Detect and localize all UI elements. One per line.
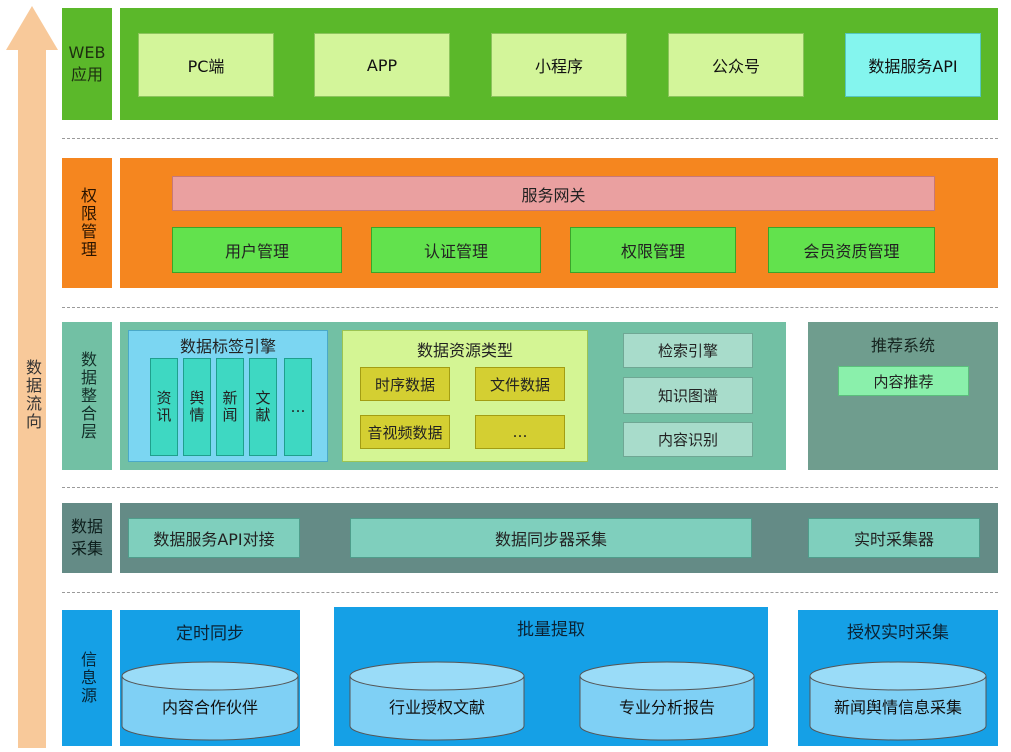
row-label-collection: 数据采集 [62,503,112,573]
database-icon [809,661,987,741]
database-icon [349,661,525,741]
web-item-pc[interactable]: PC端 [138,33,274,97]
divider [62,487,998,488]
row-label-integration: 数据整合层 [62,322,112,470]
tag-col-more[interactable]: … [284,358,312,456]
database-cylinder[interactable]: 行业授权文献 [348,660,526,742]
recommend-system-panel [808,322,998,470]
database-icon [121,661,299,741]
collection-item-api[interactable]: 数据服务API对接 [128,518,300,558]
database-cylinder[interactable]: 新闻舆情信息采集 [808,660,988,742]
resource-item-time-series[interactable]: 时序数据 [360,367,450,401]
database-cylinder[interactable]: 内容合作伙伴 [120,660,300,742]
row-label-sources: 信息源 [62,610,112,746]
auth-item-permission[interactable]: 权限管理 [570,227,736,273]
auth-item-membership[interactable]: 会员资质管理 [768,227,935,273]
tag-col-literature[interactable]: 文献 [249,358,277,456]
row-label-auth: 权限管理 [62,158,112,288]
web-item-official-account[interactable]: 公众号 [668,33,804,97]
divider [62,307,998,308]
auth-item-authentication[interactable]: 认证管理 [371,227,541,273]
web-item-app[interactable]: APP [314,33,450,97]
content-recommend[interactable]: 内容推荐 [838,366,969,396]
recommend-system-title: 推荐系统 [870,336,935,355]
resource-item-file[interactable]: 文件数据 [475,367,565,401]
row-label-web: WEB应用 [62,8,112,120]
knowledge-graph[interactable]: 知识图谱 [623,377,753,414]
web-item-data-api[interactable]: 数据服务API [845,33,981,97]
resource-types-title: 数据资源类型 [416,341,513,360]
tag-engine-title: 数据标签引擎 [179,337,276,356]
row-label-collection-text: 数据采集 [70,517,103,558]
database-cylinder[interactable]: 专业分析报告 [578,660,756,742]
source-item-label: 专业分析报告 [618,698,715,717]
tag-col-news-info[interactable]: 资讯 [150,358,178,456]
source-group-title: 定时同步 [176,623,244,644]
content-recognition[interactable]: 内容识别 [623,422,753,457]
source-item-label: 行业授权文献 [388,698,485,717]
search-engine[interactable]: 检索引擎 [623,333,753,368]
up-arrow-icon [6,6,58,748]
collection-item-realtime[interactable]: 实时采集器 [808,518,980,558]
tag-col-news[interactable]: 新闻 [216,358,244,456]
resource-item-more[interactable]: … [475,415,565,449]
row-label-web-text: WEB应用 [68,43,106,84]
data-flow-label: 数据流向 [23,359,42,431]
source-group-title: 授权实时采集 [847,622,949,643]
source-group-title: 批量提取 [517,619,585,640]
resource-item-av[interactable]: 音视频数据 [360,415,450,449]
web-item-miniprogram[interactable]: 小程序 [491,33,627,97]
auth-item-user-mgmt[interactable]: 用户管理 [172,227,342,273]
source-item-label: 内容合作伙伴 [161,698,258,717]
tag-col-public-opinion[interactable]: 舆情 [183,358,211,456]
divider [62,592,998,593]
database-icon [579,661,755,741]
collection-item-sync[interactable]: 数据同步器采集 [350,518,752,558]
source-item-label: 新闻舆情信息采集 [833,698,962,717]
service-gateway[interactable]: 服务网关 [172,176,935,211]
divider [62,138,998,139]
